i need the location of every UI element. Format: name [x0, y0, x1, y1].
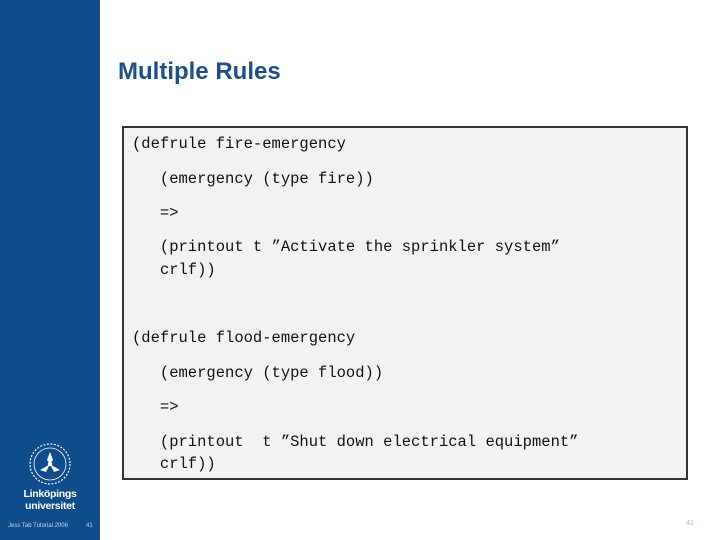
slide-title: Multiple Rules	[118, 58, 281, 85]
code-line: (defrule flood-emergency	[132, 329, 356, 347]
footer-slide-number: 41	[86, 523, 93, 529]
code-line: crlf))	[132, 261, 216, 279]
code-block: (defrule fire-emergency (emergency (type…	[122, 126, 688, 480]
code-line: (emergency (type flood))	[132, 364, 384, 382]
page-number: 41	[686, 520, 694, 527]
code-line: crlf))	[132, 455, 216, 473]
code-line: =>	[132, 398, 179, 416]
code-line: (printout t ”Activate the sprinkler syst…	[132, 238, 560, 256]
code-line: =>	[132, 204, 179, 222]
footer-course-label: Jess Tab Tutorial 2006	[8, 523, 68, 529]
code-line: (defrule fire-emergency	[132, 135, 346, 153]
code-line: (emergency (type fire))	[132, 170, 374, 188]
university-logo-icon	[29, 443, 71, 485]
code-line: (printout t ”Shut down electrical equipm…	[132, 433, 579, 451]
sidebar-band: Linköpings universitet Jess Tab Tutorial…	[0, 0, 100, 540]
university-name: Linköpings universitet	[23, 488, 77, 512]
